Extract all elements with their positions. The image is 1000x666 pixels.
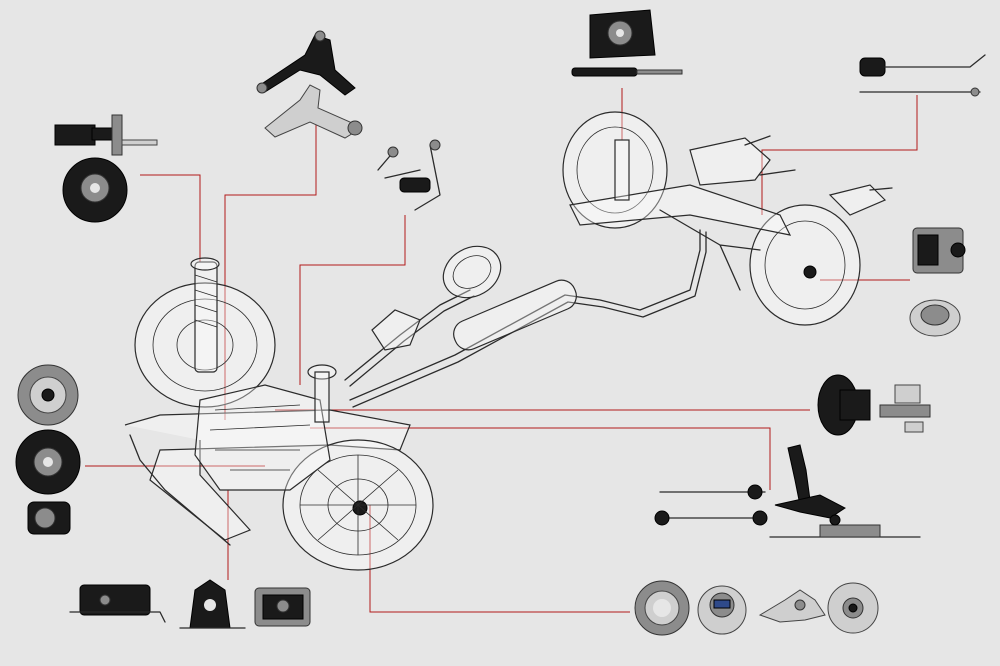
rear-brake-caliper-icon bbox=[912, 227, 966, 274]
rear-muffler bbox=[689, 137, 771, 186]
wheel-bearing-icon bbox=[634, 580, 690, 636]
callout-rear-arms bbox=[761, 95, 918, 215]
tie-rods-icon bbox=[654, 484, 768, 526]
rear-axle bbox=[562, 111, 893, 326]
engine-mount-right-icon bbox=[254, 587, 311, 627]
callout-lines bbox=[85, 88, 918, 613]
rear-strut-mount-icon bbox=[589, 9, 656, 59]
callout-stabilizer bbox=[299, 215, 406, 385]
control-arm-lower-icon bbox=[264, 84, 363, 139]
callout-strut bbox=[140, 174, 201, 262]
wheel-rear-right bbox=[749, 204, 861, 326]
rear-strut bbox=[614, 139, 630, 201]
brake-booster-icon bbox=[817, 374, 871, 436]
chassis-outline bbox=[124, 229, 707, 571]
hub-assembly-icon bbox=[697, 585, 747, 635]
strut-mount-icon bbox=[62, 157, 128, 223]
rear-lateral-arms-icon bbox=[859, 54, 986, 97]
clutch-disc-icon bbox=[15, 429, 81, 495]
rear-shock-absorber-icon bbox=[571, 67, 683, 77]
lower-arm-icon bbox=[774, 494, 846, 519]
rear-wheel-bearing-icon bbox=[909, 299, 961, 337]
steering-knuckle-icon bbox=[787, 444, 811, 506]
engine-mount-center-icon bbox=[179, 579, 246, 629]
callout-hub bbox=[369, 505, 630, 613]
stabilizer-links-icon bbox=[377, 139, 441, 211]
steering-wheel bbox=[442, 245, 502, 299]
steering-rack-icon bbox=[769, 514, 921, 538]
engine-block bbox=[194, 384, 331, 491]
strut-assembly-icon bbox=[54, 114, 158, 156]
knuckle-arm-icon bbox=[758, 589, 826, 623]
front-strut-tower bbox=[194, 261, 218, 373]
callout-control-arm bbox=[224, 125, 317, 420]
clutch-pressure-plate-icon bbox=[17, 364, 79, 426]
rear-crossmember bbox=[569, 184, 792, 236]
rear-tailpipe bbox=[828, 184, 887, 216]
muffler-front bbox=[453, 279, 577, 351]
callout-steering bbox=[310, 427, 771, 490]
control-arm-upper-icon bbox=[256, 30, 356, 96]
wheel-front-left bbox=[134, 282, 276, 408]
engine-mount-left-icon bbox=[69, 584, 166, 623]
release-bearing-icon bbox=[27, 501, 71, 535]
exhaust-pipe bbox=[349, 229, 701, 401]
brake-disc-icon bbox=[827, 582, 879, 634]
brake-master-cylinder-icon bbox=[879, 384, 931, 433]
pedal-box bbox=[371, 309, 421, 351]
